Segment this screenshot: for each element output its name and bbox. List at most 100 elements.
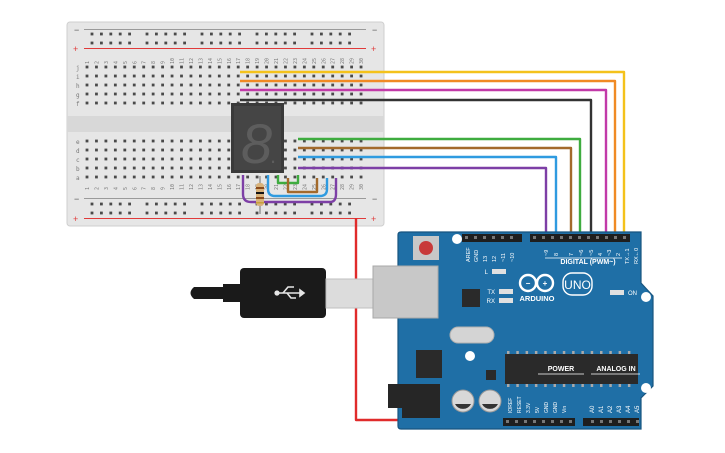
breadboard-hole[interactable]	[236, 175, 240, 179]
breadboard-hole[interactable]	[142, 65, 146, 69]
breadboard-hole[interactable]	[217, 139, 221, 143]
breadboard-hole[interactable]	[170, 175, 174, 179]
breadboard-hole[interactable]	[142, 148, 146, 152]
rail-hole[interactable]	[145, 32, 149, 36]
breadboard-hole[interactable]	[180, 148, 183, 152]
header-pin[interactable]	[551, 236, 554, 239]
header-pin[interactable]	[591, 420, 594, 423]
breadboard-hole[interactable]	[132, 74, 136, 78]
breadboard-hole[interactable]	[340, 139, 344, 143]
breadboard-hole[interactable]	[312, 157, 316, 161]
breadboard-hole[interactable]	[359, 83, 363, 87]
rail-hole[interactable]	[320, 32, 323, 36]
breadboard-hole[interactable]	[123, 101, 127, 105]
breadboard-hole[interactable]	[302, 65, 306, 69]
breadboard-hole[interactable]	[199, 157, 202, 161]
rail-hole[interactable]	[329, 202, 333, 206]
breadboard-hole[interactable]	[113, 166, 117, 170]
breadboard-hole[interactable]	[340, 65, 344, 69]
breadboard-hole[interactable]	[123, 65, 127, 69]
wire-blue[interactable]	[298, 155, 558, 233]
rail-hole[interactable]	[118, 211, 122, 215]
breadboard-hole[interactable]	[284, 139, 287, 143]
rail-hole[interactable]	[265, 41, 268, 45]
breadboard-hole[interactable]	[132, 83, 136, 87]
header-pin[interactable]	[605, 236, 608, 239]
arduino-uno-board[interactable]: L TX RX ON − + ARDUINO UNO AREF GND 13 1…	[372, 231, 654, 430]
breadboard-hole[interactable]	[359, 101, 363, 105]
breadboard-hole[interactable]	[161, 101, 164, 105]
header-pin[interactable]	[587, 236, 590, 239]
breadboard-hole[interactable]	[199, 148, 202, 152]
rail-hole[interactable]	[210, 202, 213, 206]
breadboard-hole[interactable]	[189, 148, 193, 152]
breadboard-hole[interactable]	[113, 157, 117, 161]
breadboard-hole[interactable]	[85, 101, 89, 105]
breadboard-hole[interactable]	[265, 65, 268, 69]
breadboard-hole[interactable]	[180, 92, 183, 96]
breadboard-hole[interactable]	[312, 65, 316, 69]
breadboard-hole[interactable]	[227, 92, 231, 96]
breadboard-hole[interactable]	[321, 83, 325, 87]
breadboard-hole[interactable]	[95, 139, 98, 143]
rail-hole[interactable]	[219, 202, 223, 206]
rail-hole[interactable]	[310, 32, 314, 36]
breadboard-hole[interactable]	[151, 92, 155, 96]
breadboard-hole[interactable]	[95, 65, 98, 69]
rail-hole[interactable]	[128, 202, 131, 206]
breadboard-hole[interactable]	[321, 148, 325, 152]
breadboard-hole[interactable]	[284, 83, 287, 87]
breadboard-hole[interactable]	[132, 92, 136, 96]
rail-hole[interactable]	[283, 41, 287, 45]
breadboard-hole[interactable]	[255, 175, 259, 179]
rail-hole[interactable]	[200, 211, 204, 215]
rail-hole[interactable]	[155, 41, 158, 45]
breadboard-hole[interactable]	[189, 101, 193, 105]
breadboard-hole[interactable]	[123, 83, 127, 87]
breadboard-hole[interactable]	[85, 92, 89, 96]
breadboard-hole[interactable]	[208, 83, 212, 87]
breadboard-hole[interactable]	[302, 139, 306, 143]
breadboard-hole[interactable]	[142, 83, 146, 87]
breadboard-hole[interactable]	[293, 92, 297, 96]
breadboard-hole[interactable]	[217, 175, 221, 179]
breadboard-hole[interactable]	[85, 65, 89, 69]
breadboard-hole[interactable]	[142, 175, 146, 179]
breadboard-hole[interactable]	[321, 175, 325, 179]
breadboard-hole[interactable]	[113, 74, 117, 78]
breadboard-hole[interactable]	[340, 175, 344, 179]
breadboard-hole[interactable]	[302, 148, 306, 152]
rail-hole[interactable]	[338, 32, 342, 36]
breadboard-hole[interactable]	[246, 92, 250, 96]
header-pin[interactable]	[618, 420, 621, 423]
rail-hole[interactable]	[310, 211, 314, 215]
breadboard-hole[interactable]	[85, 74, 89, 78]
breadboard-hole[interactable]	[236, 74, 240, 78]
breadboard-hole[interactable]	[132, 148, 136, 152]
rail-hole[interactable]	[310, 41, 314, 45]
breadboard-hole[interactable]	[321, 65, 325, 69]
rail-hole[interactable]	[164, 202, 168, 206]
breadboard-hole[interactable]	[227, 74, 231, 78]
rail-hole[interactable]	[293, 211, 296, 215]
breadboard-hole[interactable]	[255, 92, 259, 96]
breadboard-hole[interactable]	[274, 65, 278, 69]
breadboard-hole[interactable]	[161, 83, 164, 87]
rail-hole[interactable]	[155, 32, 158, 36]
breadboard-hole[interactable]	[284, 74, 287, 78]
header-pin[interactable]	[596, 236, 599, 239]
rail-hole[interactable]	[118, 41, 122, 45]
rail-hole[interactable]	[164, 211, 168, 215]
breadboard-hole[interactable]	[321, 92, 325, 96]
breadboard-hole[interactable]	[293, 166, 297, 170]
breadboard-hole[interactable]	[284, 175, 287, 179]
header-pin[interactable]	[609, 420, 612, 423]
breadboard-hole[interactable]	[217, 101, 221, 105]
breadboard-hole[interactable]	[199, 166, 202, 170]
breadboard-hole[interactable]	[274, 74, 278, 78]
breadboard-hole[interactable]	[113, 65, 117, 69]
breadboard-hole[interactable]	[208, 148, 212, 152]
breadboard-hole[interactable]	[170, 166, 174, 170]
breadboard-hole[interactable]	[274, 175, 278, 179]
breadboard-hole[interactable]	[331, 148, 335, 152]
